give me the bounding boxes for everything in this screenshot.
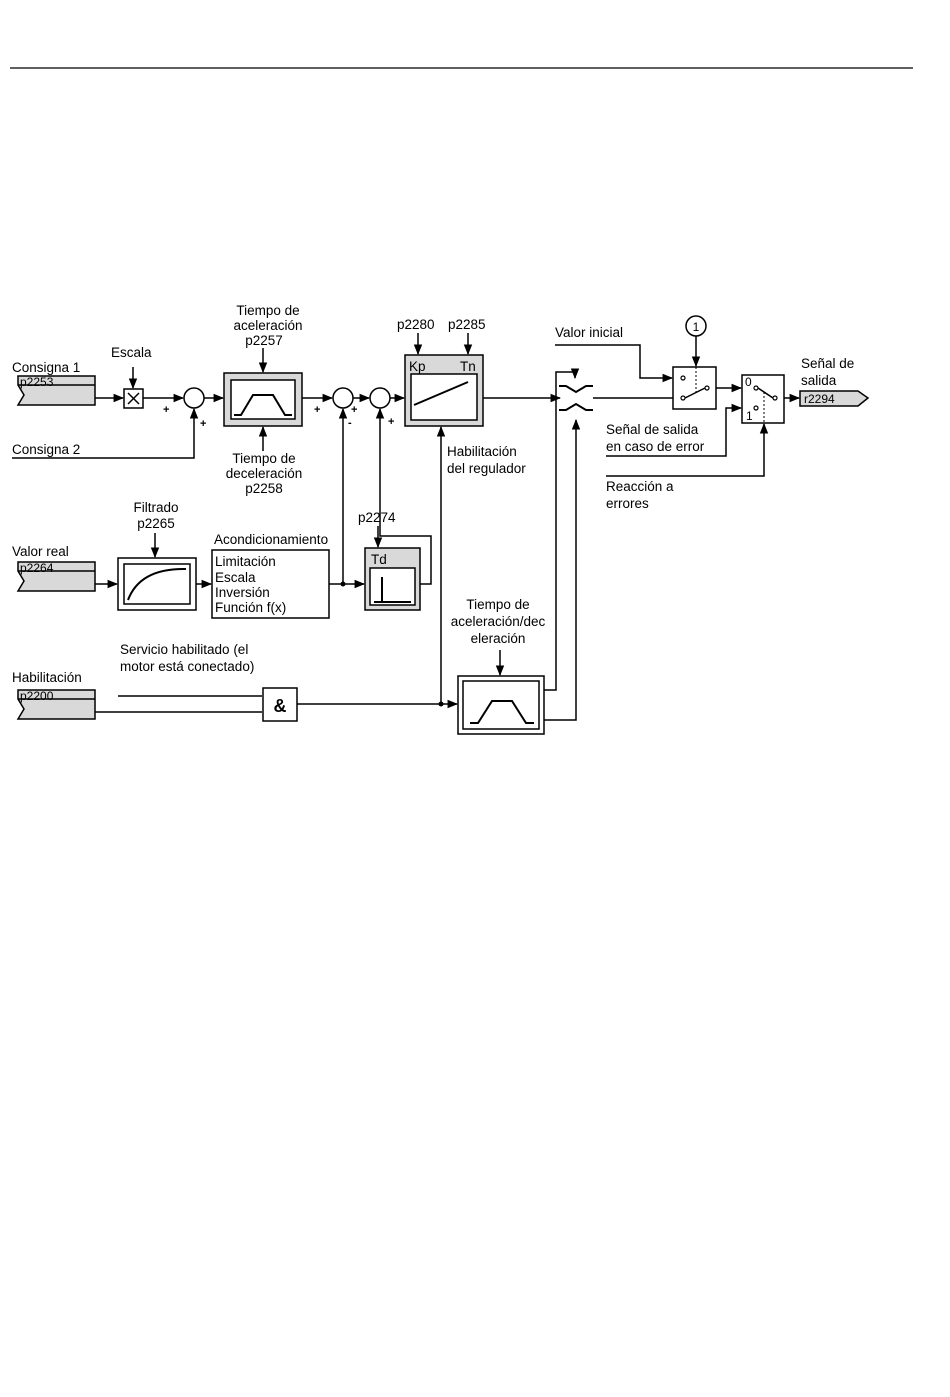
kp-symbol: Kp xyxy=(409,359,426,374)
filtrado-label: Filtrado xyxy=(133,500,178,515)
junction-enable xyxy=(438,701,444,707)
filter-icon xyxy=(127,567,187,601)
ramp2-outer xyxy=(457,675,545,735)
valor-real-param: p2264 xyxy=(20,561,54,575)
wire-consigna2 xyxy=(12,407,199,459)
sign-sum1-bottom: + xyxy=(200,418,206,430)
ramp2-line3: eleración xyxy=(471,631,526,646)
switch1-contact-b xyxy=(680,395,686,401)
filter-block-inner xyxy=(123,563,191,605)
switch1-contact-a xyxy=(680,375,686,381)
accel-line1: Tiempo de xyxy=(236,303,299,318)
consigna1-param: p2253 xyxy=(20,375,54,389)
escala-label: Escala xyxy=(111,345,152,360)
td-symbol: Td xyxy=(371,552,387,567)
ramp2-line1: Tiempo de xyxy=(466,597,529,612)
ramp-generator-inner xyxy=(230,379,296,420)
switch2-contact-1 xyxy=(753,405,759,411)
acond-item-inversion: Inversión xyxy=(215,585,270,600)
ramp2-icon xyxy=(470,700,534,724)
marker-circle xyxy=(685,315,707,337)
switch1-lever xyxy=(684,387,706,399)
accel-line2: aceleración xyxy=(233,318,302,333)
wire-reaccion xyxy=(606,422,769,477)
switch2-label-0: 0 xyxy=(745,375,752,389)
output-param-box xyxy=(799,390,870,407)
derivative-block-inner xyxy=(369,567,416,606)
sum-junction-1 xyxy=(183,387,205,409)
acond-item-escala: Escala xyxy=(215,570,256,585)
switch1-pivot xyxy=(704,385,710,391)
habilitacion-label: Habilitación xyxy=(12,670,82,685)
senal-salida-line1: Señal de xyxy=(801,356,854,371)
switch2-label-1: 1 xyxy=(746,409,753,423)
wire-senal-error xyxy=(606,403,743,457)
sign-sum2-left: + xyxy=(314,404,320,416)
ramp2-inner xyxy=(462,680,540,730)
acondicionamiento-title: Acondicionamiento xyxy=(214,532,328,547)
senal-salida-line2: salida xyxy=(801,373,837,388)
multiplier-cross-b xyxy=(127,392,140,405)
sum-junction-3 xyxy=(369,387,391,409)
switch2-pivot xyxy=(772,395,778,401)
valor-inicial-label: Valor inicial xyxy=(555,325,623,340)
accel-param: p2257 xyxy=(245,333,283,348)
consigna1-label: Consigna 1 xyxy=(12,360,80,375)
habilitacion-param: p2200 xyxy=(20,689,54,703)
filter-block xyxy=(117,557,197,611)
sum-junction-2 xyxy=(332,387,354,409)
wire-ramp2-out2 xyxy=(544,418,581,721)
p2280-label: p2280 xyxy=(397,317,435,332)
reaccion-line2: errores xyxy=(606,496,649,511)
wire-valor-inicial xyxy=(555,344,674,383)
senal-error-line1: Señal de salida xyxy=(606,422,699,437)
sign-sum3-left: + xyxy=(351,404,357,416)
habilitacion-regulador-1: Habilitación xyxy=(447,444,517,459)
decel-line1: Tiempo de xyxy=(232,451,295,466)
wire-derivative-sum3 xyxy=(375,407,432,585)
p2285-label: p2285 xyxy=(448,317,486,332)
sign-sum1-left: + xyxy=(163,404,169,416)
switch2-lever xyxy=(757,387,774,399)
consigna2-label: Consigna 2 xyxy=(12,442,80,457)
decel-param: p2258 xyxy=(245,481,283,496)
servicio-line2: motor está conectado) xyxy=(120,659,254,674)
sign-sum3-bottom: + xyxy=(388,416,394,428)
valor-real-label: Valor real xyxy=(12,544,69,559)
derivative-icon xyxy=(374,577,411,603)
switch2-contact-0 xyxy=(753,385,759,391)
sign-sum2-bottom: - xyxy=(348,417,352,429)
p2274-label: p2274 xyxy=(358,510,396,525)
ramp2-line2: aceleración/dec xyxy=(451,614,546,629)
habilitacion-regulador-2: del regulador xyxy=(447,461,526,476)
decel-line2: deceleración xyxy=(226,466,303,481)
pi-controller-inner xyxy=(410,373,478,421)
reaccion-line1: Reacción a xyxy=(606,479,674,494)
output-param: r2294 xyxy=(804,392,835,406)
and-gate xyxy=(262,687,298,722)
tn-symbol: Tn xyxy=(460,359,476,374)
junction-feedback xyxy=(340,581,346,587)
limiter-lower xyxy=(559,402,593,411)
wire-ramp2-out1 xyxy=(544,368,580,691)
senal-error-line2: en caso de error xyxy=(606,439,705,454)
pi-icon xyxy=(413,381,469,406)
servicio-line1: Servicio habilitado (el xyxy=(120,642,248,657)
limiter-upper xyxy=(559,385,593,394)
acond-item-limitacion: Limitación xyxy=(215,554,276,569)
and-symbol: & xyxy=(274,696,287,716)
filtrado-param: p2265 xyxy=(137,516,175,531)
marker-label: 1 xyxy=(693,320,700,334)
acond-item-funcion: Función f(x) xyxy=(215,600,286,615)
ramp-icon xyxy=(234,394,292,416)
